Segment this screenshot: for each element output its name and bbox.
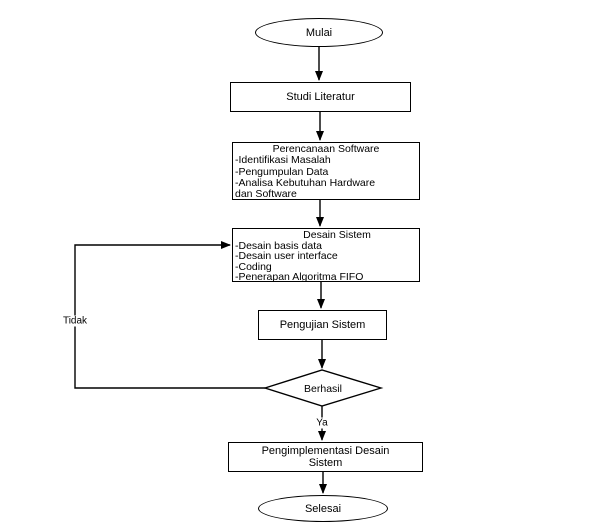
decision-diamond (262, 369, 384, 407)
start-label: Mulai (305, 26, 333, 39)
studi-literatur-label: Studi Literatur (286, 91, 355, 103)
pengimplementasi-line: Pengimplementasi Desain (261, 445, 390, 457)
perencanaan-item: -Pengumpulan Data (235, 165, 329, 178)
process-perencanaan-software: Perencanaan Software -Identifikasi Masal… (232, 142, 420, 200)
edge-label-ya: Ya (314, 417, 330, 429)
pengujian-sistem-label: Pengujian Sistem (279, 319, 366, 331)
perencanaan-title: Perencanaan Software (272, 143, 380, 155)
desain-sistem-item: -Penerapan Algoritma FIFO (235, 271, 364, 284)
process-pengujian-sistem: Pengujian Sistem (258, 310, 387, 340)
decision-label: Berhasil (304, 383, 342, 395)
desain-sistem-title: Desain Sistem (303, 229, 371, 241)
edge-label-tidak: Tidak (60, 315, 90, 327)
desain-sistem-item: -Desain basis data (235, 239, 322, 252)
perencanaan-item: dan Software (235, 188, 297, 201)
process-desain-sistem: Desain Sistem -Desain basis data -Desain… (232, 228, 420, 282)
end-terminator: Selesai (258, 495, 388, 522)
end-label: Selesai (304, 502, 342, 515)
process-studi-literatur: Studi Literatur (230, 82, 411, 112)
process-pengimplementasi: Pengimplementasi Desain Sistem (228, 442, 423, 472)
perencanaan-item: -Identifikasi Masalah (235, 154, 331, 167)
desain-sistem-item: -Desain user interface (235, 250, 338, 263)
pengimplementasi-line: Sistem (308, 457, 343, 469)
start-terminator: Mulai (255, 18, 383, 47)
perencanaan-item: -Analisa Kebutuhan Hardware (235, 176, 376, 189)
desain-sistem-item: -Coding (235, 260, 272, 273)
